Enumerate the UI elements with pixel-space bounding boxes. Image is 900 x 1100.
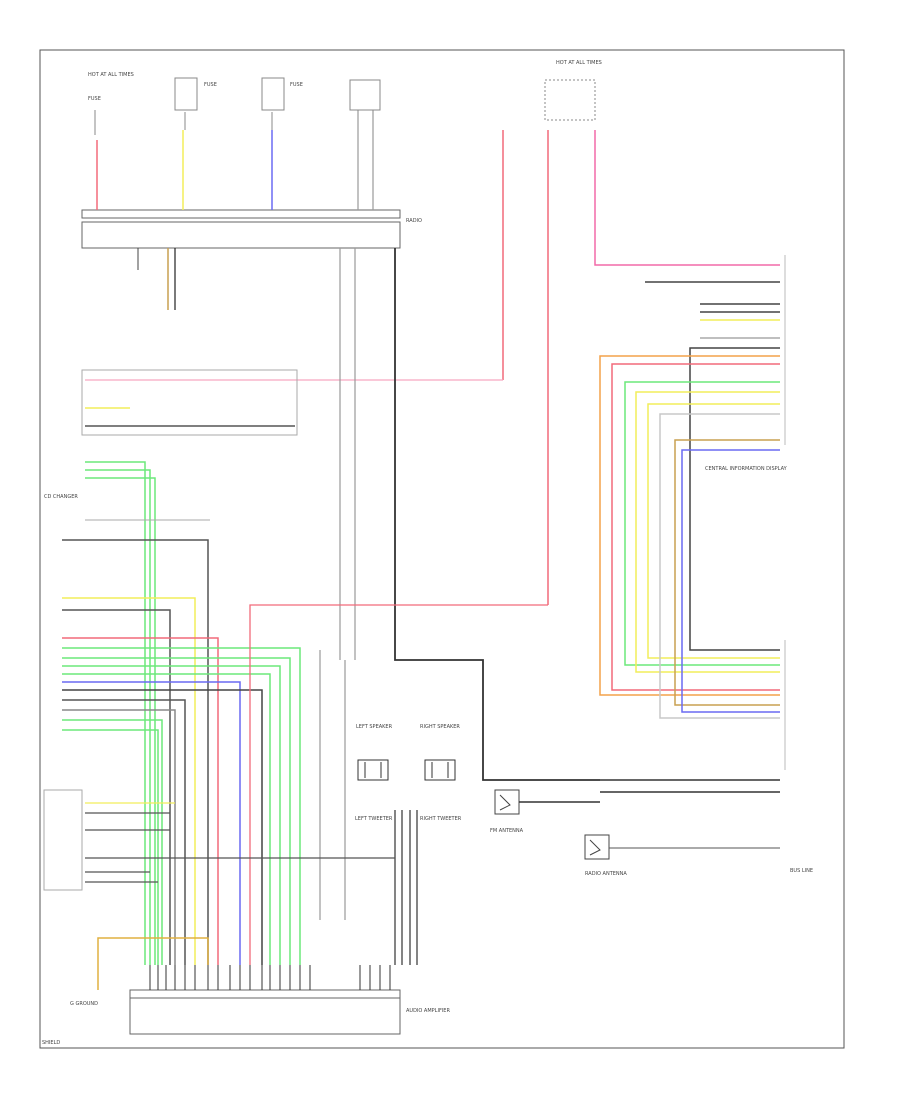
wire-tan-bottom: [97, 937, 209, 990]
right-front-door-speaker: [424, 759, 456, 781]
amp-pins: [149, 965, 391, 990]
top-fuse-block-left: [94, 77, 285, 135]
cd-changer-wires: [85, 802, 395, 883]
right-wire-bundle: [599, 281, 780, 719]
right-tweeter-label: RIGHT TWEETER: [420, 816, 462, 822]
radio-antenna: [584, 834, 780, 860]
diagram-frame: [39, 49, 845, 1049]
bus-line-label: BUS LINE: [790, 868, 813, 874]
amplifier-label: AUDIO AMPLIFIER: [406, 1008, 450, 1014]
cd-changer-label: CD CHANGER: [44, 494, 78, 500]
cd-changer-box: [43, 789, 83, 891]
fuse-label-right: HOT AT ALL TIMES: [556, 60, 602, 66]
left-tweeter-label: LEFT TWEETER: [355, 816, 393, 822]
cid-label: CENTRAL INFORMATION DISPLAY: [705, 466, 788, 472]
amplifier-body: [129, 997, 401, 1035]
fm-antenna-label: FM ANTENNA: [490, 828, 524, 834]
right-fuse-box: [544, 79, 596, 121]
footer-mark: SHIELD: [42, 1040, 60, 1046]
shield-box-top: [349, 79, 381, 111]
radio-label: RADIO: [406, 218, 422, 224]
fuse-label-3: FUSE: [290, 82, 303, 88]
wire-pink-amp: [249, 604, 548, 965]
fuse-label-1: HOT AT ALL TIMES: [88, 72, 134, 78]
wire-pink-right: [594, 130, 780, 266]
green-wire-bundle: [85, 461, 156, 965]
right-speaker-label: RIGHT SPEAKER: [420, 724, 460, 730]
radio-antenna-label: RADIO ANTENNA: [585, 871, 627, 877]
tweeter-wires: [394, 810, 418, 965]
wire-black-down: [394, 248, 600, 781]
ground-label: G GROUND: [70, 1001, 98, 1007]
left-speaker-label: LEFT SPEAKER: [356, 724, 393, 730]
left-horizontal-bundle: [62, 539, 301, 965]
left-front-door-speaker: [357, 759, 389, 781]
left-module-box: [81, 369, 298, 436]
radio-body-band: [81, 221, 401, 249]
fm-antenna: [494, 789, 600, 815]
fuse-label-1b: FUSE: [88, 96, 101, 102]
fuse-label-2: FUSE: [204, 82, 217, 88]
amplifier-connector: [129, 989, 401, 999]
radio-top-connector: [81, 209, 401, 219]
